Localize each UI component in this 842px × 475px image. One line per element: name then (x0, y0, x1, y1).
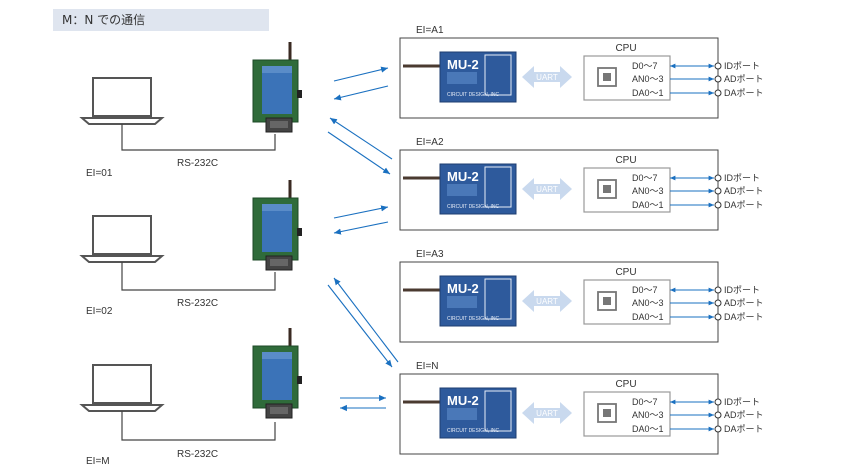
cable-label: RS-232C (177, 158, 218, 169)
cable-label: RS-232C (177, 449, 218, 460)
pc-group-1 (79, 42, 302, 151)
pin-label: D0～7 (632, 173, 658, 183)
radio-board-icon (252, 328, 302, 419)
pin-label: AN0～3 (632, 298, 664, 308)
link-arrow (333, 205, 389, 219)
module-maker: CIRCUIT DESIGN, INC (447, 204, 500, 210)
port-label: IDポート (724, 61, 760, 71)
module-model: MU-2 (447, 57, 479, 72)
bidirectional-arrow-icon: UART (522, 66, 572, 88)
port-label: IDポート (724, 173, 760, 183)
uart-label: UART (536, 185, 558, 194)
pin-label: AN0～3 (632, 186, 664, 196)
uart-label: UART (536, 409, 558, 418)
radio-board-icon (252, 180, 302, 271)
bidirectional-arrow-icon: UART (522, 402, 572, 424)
diagram-title: M：N での通信 (62, 13, 146, 27)
module-model: MU-2 (447, 281, 479, 296)
pc-group-2 (79, 180, 302, 291)
radio-module-icon: MU-2 CIRCUIT DESIGN, INC (403, 275, 517, 327)
module-maker: CIRCUIT DESIGN, INC (447, 428, 500, 434)
uart-label: UART (536, 297, 558, 306)
pin-label: D0～7 (632, 61, 658, 71)
pin-label: AN0～3 (632, 410, 664, 420)
bidirectional-arrow-icon: UART (522, 178, 572, 200)
chip-icon (597, 67, 617, 87)
module-maker: CIRCUIT DESIGN, INC (447, 316, 500, 322)
uart-label: UART (536, 73, 558, 82)
radio-module-icon: MU-2 CIRCUIT DESIGN, INC (403, 163, 517, 215)
device-block-2: EI=A2 MU-2 CIRCUIT DESIGN, INC UART CPU … (399, 137, 764, 231)
module-model: MU-2 (447, 393, 479, 408)
port-label: IDポート (724, 397, 760, 407)
port-label: ADポート (724, 298, 764, 308)
radio-links (327, 66, 399, 412)
pin-label: DA0～1 (632, 88, 664, 98)
pin-label: D0～7 (632, 397, 658, 407)
port-label: IDポート (724, 285, 760, 295)
port-label: DAポート (724, 200, 764, 210)
link-arrow (333, 66, 389, 82)
pin-label: DA0～1 (632, 424, 664, 434)
bidirectional-arrow-icon: UART (522, 290, 572, 312)
cpu-label: CPU (615, 155, 636, 166)
device-ei-label: EI=A3 (416, 249, 444, 260)
pin-label: DA0～1 (632, 312, 664, 322)
pc-group-3 (79, 328, 302, 441)
link-arrow (333, 277, 399, 363)
laptop-icon (79, 77, 165, 125)
chip-icon (597, 179, 617, 199)
port-label: DAポート (724, 88, 764, 98)
link-arrow (333, 85, 389, 101)
port-label: DAポート (724, 312, 764, 322)
port-label: DAポート (724, 424, 764, 434)
title-bar (53, 9, 269, 31)
cpu-label: CPU (615, 267, 636, 278)
device-block-3: EI=A3 MU-2 CIRCUIT DESIGN, INC UART CPU … (399, 249, 764, 343)
cable-label: RS-232C (177, 298, 218, 309)
radio-board-icon (252, 42, 302, 133)
module-maker: CIRCUIT DESIGN, INC (447, 92, 500, 98)
module-model: MU-2 (447, 169, 479, 184)
link-arrow (327, 284, 393, 368)
pin-label: AN0～3 (632, 74, 664, 84)
device-ei-label: EI=N (416, 361, 439, 372)
device-block-1: EI=A1 MU-2 CIRCUIT DESIGN, INC UART CPU … (399, 25, 764, 119)
laptop-icon (79, 364, 165, 412)
cpu-label: CPU (615, 43, 636, 54)
radio-module-icon: MU-2 CIRCUIT DESIGN, INC (403, 51, 517, 103)
pc-ei-label: EI=02 (86, 306, 113, 317)
port-label: ADポート (724, 410, 764, 420)
device-block-4: EI=N MU-2 CIRCUIT DESIGN, INC UART CPU D… (399, 361, 764, 455)
cpu-label: CPU (615, 379, 636, 390)
device-ei-label: EI=A1 (416, 25, 444, 36)
link-arrow (333, 221, 389, 235)
port-label: ADポート (724, 74, 764, 84)
radio-module-icon: MU-2 CIRCUIT DESIGN, INC (403, 387, 517, 439)
link-arrow (327, 131, 391, 175)
pc-ei-label: EI=01 (86, 168, 113, 179)
pin-label: DA0～1 (632, 200, 664, 210)
chip-icon (597, 403, 617, 423)
laptop-icon (79, 215, 165, 263)
link-arrow (329, 117, 393, 160)
pin-label: D0～7 (632, 285, 658, 295)
port-label: ADポート (724, 186, 764, 196)
chip-icon (597, 291, 617, 311)
device-ei-label: EI=A2 (416, 137, 444, 148)
pc-ei-label: EI=M (86, 456, 110, 467)
